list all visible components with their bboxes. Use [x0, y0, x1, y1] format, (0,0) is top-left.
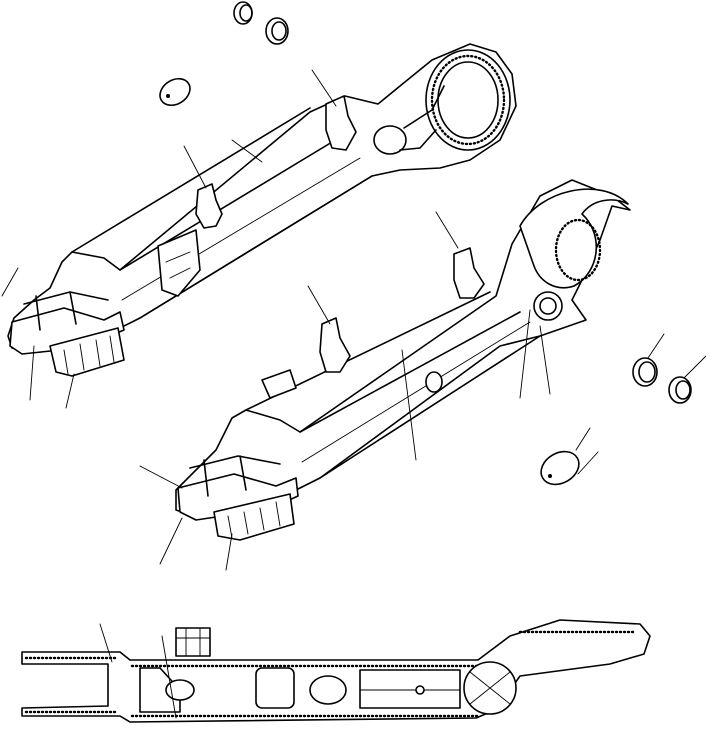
leader-line: [159, 517, 183, 565]
lower-frame-bottom-edge: [319, 335, 541, 479]
cover-plate-1-bolt: [166, 94, 170, 98]
lower-track-frame: [175, 179, 631, 541]
leader-line: [683, 355, 706, 379]
upper-sprocket-ring: [425, 49, 511, 151]
leader-line: [519, 309, 531, 399]
lower-hub-inner: [539, 297, 557, 315]
leader-line: [577, 451, 599, 475]
lower-fork-cage: [213, 493, 295, 541]
leader-line: [307, 285, 331, 325]
leader-line: [401, 349, 417, 461]
cover-plate-2-bolt: [548, 474, 552, 478]
leader-line: [139, 465, 183, 489]
seal-ring-2-bore: [638, 361, 656, 383]
lower-frame-side-edge: [299, 311, 521, 433]
side-view-frame: [21, 619, 651, 723]
bushing-2: [668, 376, 692, 404]
seal-ring-1-bore: [271, 21, 287, 41]
lower-mid-bracket: [261, 369, 297, 399]
upper-mid-bracket: [157, 229, 201, 297]
leader-line: [225, 533, 233, 571]
lower-frame-port: [425, 371, 443, 393]
loose-parts: [159, 1, 692, 486]
upper-hub-hole: [373, 125, 407, 155]
leader-line: [65, 373, 75, 409]
side-front-gusset: [139, 667, 181, 713]
side-window-1: [255, 667, 295, 709]
upper-hub-strut-b: [403, 85, 445, 129]
leader-line: [183, 145, 207, 189]
upper-sprocket-inner: [437, 61, 499, 139]
leader-line: [575, 427, 591, 451]
upper-hub-strut: [399, 129, 437, 151]
lower-roller-guard-2: [453, 247, 485, 299]
seal-ring-1: [265, 17, 289, 45]
lower-fork-slot-b: [239, 455, 247, 491]
lower-sprocket-bolts: [554, 218, 602, 282]
seal-ring-2: [632, 357, 658, 387]
leader-lines: [1, 69, 706, 719]
upper-roller-guard-1: [195, 183, 223, 229]
leader-line: [29, 345, 35, 401]
lower-frame-panel-line: [301, 321, 531, 463]
cover-plate-2: [540, 450, 580, 486]
leader-line: [161, 635, 177, 719]
side-top-bracket: [175, 627, 211, 657]
lower-hub-hole: [533, 291, 563, 321]
lower-cage-ribs: [227, 501, 281, 539]
upper-frame-ridge: [71, 107, 311, 253]
leader-line: [1, 267, 19, 297]
upper-fork-slot-b: [69, 291, 77, 325]
upper-track-frame: [7, 43, 517, 377]
lower-fork-top: [189, 455, 281, 469]
cover-plate-1: [159, 77, 191, 107]
side-panel-rear: [359, 669, 461, 709]
leader-line: [99, 623, 113, 663]
leader-line: [435, 211, 459, 249]
upper-cage-ribs: [63, 335, 115, 375]
bushing-1-bore: [239, 4, 253, 22]
upper-bracket-detail: [165, 251, 191, 279]
upper-roller-guard-2: [325, 95, 357, 151]
leader-line: [539, 325, 551, 395]
side-frame-body: [21, 619, 651, 723]
lower-roller-guard-1: [319, 317, 351, 373]
leader-line: [311, 69, 337, 107]
leader-line: [647, 333, 665, 359]
upper-fork-cage: [49, 327, 125, 377]
upper-sprocket-bolts: [430, 54, 506, 146]
side-bracket-grid: [175, 627, 211, 657]
bushing-2-bore: [675, 380, 691, 400]
side-front-hole: [165, 679, 195, 701]
lower-sprocket-ring: [519, 188, 629, 289]
side-sprocket-cross: [469, 671, 511, 705]
lower-fork-slot: [203, 459, 209, 497]
leader-line: [231, 139, 263, 163]
side-window-2: [309, 675, 347, 705]
upper-fork-slot: [35, 295, 41, 331]
side-panel-port: [415, 685, 425, 695]
